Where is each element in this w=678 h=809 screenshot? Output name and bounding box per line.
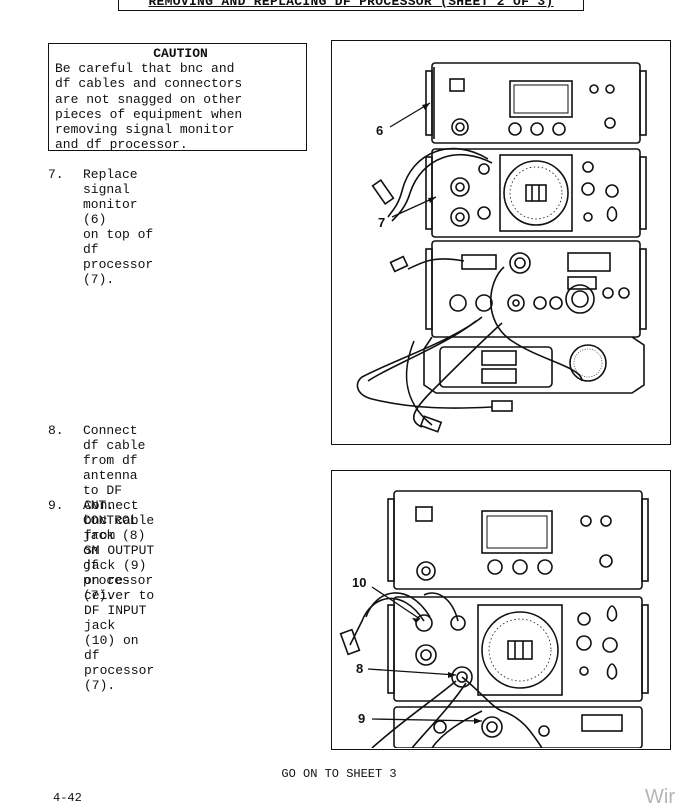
callout-7: 7 bbox=[378, 215, 385, 230]
caution-box: CAUTION Be careful that bnc and df cable… bbox=[48, 43, 307, 153]
callout-6: 6 bbox=[376, 123, 383, 138]
callout-8: 8 bbox=[356, 661, 363, 676]
caution-heading: CAUTION bbox=[153, 46, 208, 61]
page-number: 4-42 bbox=[53, 791, 82, 805]
step-text: Connect df cable from df antenna to DF A… bbox=[83, 423, 154, 603]
step-number: 7. bbox=[48, 167, 64, 182]
step-text: Replace signal monitor (6) on top of df … bbox=[83, 167, 154, 287]
equipment-illustration: 10 8 9 bbox=[339, 490, 649, 748]
callout-10: 10 bbox=[352, 575, 366, 590]
step-text: Connect bnc cable from SM OUTPUT jack (9… bbox=[84, 498, 155, 693]
watermark-text: Wir bbox=[645, 786, 675, 808]
figure-signal-monitor-on-df-processor: 6 7 bbox=[331, 40, 671, 445]
equipment-illustration: 6 7 bbox=[356, 62, 647, 433]
continuation-note: GO ON TO SHEET 3 bbox=[281, 767, 397, 781]
callout-9: 9 bbox=[358, 711, 365, 726]
figure-cable-connections: 10 8 9 bbox=[331, 470, 671, 750]
caution-body: Be careful that bnc and df cables and co… bbox=[55, 61, 243, 153]
step-number: 8. bbox=[48, 423, 64, 438]
step-number: 9. bbox=[48, 498, 64, 513]
page-title: REMOVING AND REPLACING DF PROCESSOR (SHE… bbox=[118, 0, 584, 11]
